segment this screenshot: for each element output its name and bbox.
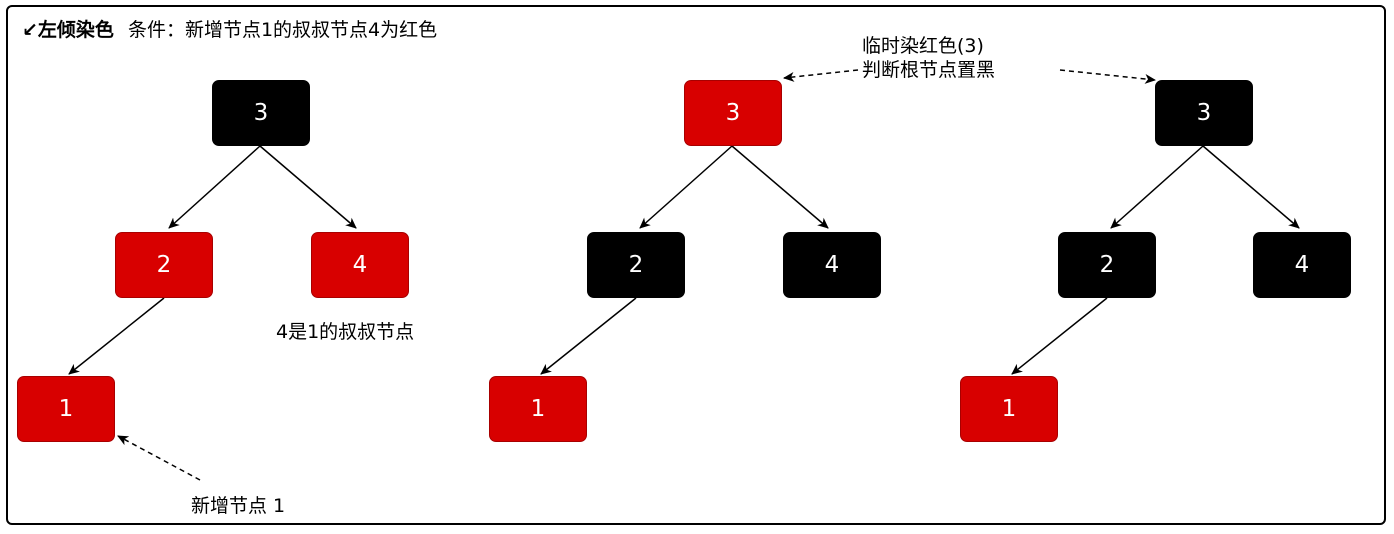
edge-p1-3-2 (168, 145, 261, 229)
dashed-arrow-to-black-root (1059, 69, 1156, 84)
uncle-note: 4是1的叔叔节点 (276, 321, 415, 343)
edge-p2-2-1 (540, 297, 637, 375)
edge-p3-3-2 (1110, 145, 1204, 229)
title-bold: ↙左倾染色 (22, 19, 114, 41)
node-label: 3 (725, 100, 741, 126)
new-node-note: 新增节点 1 (191, 495, 286, 517)
node-label: 2 (156, 252, 172, 278)
node-label: 1 (58, 396, 74, 422)
node-label: 4 (824, 252, 840, 278)
edge-p1-3-4 (259, 145, 357, 229)
panel3-node-2: 2 (1058, 232, 1156, 298)
edge-p2-3-4 (731, 145, 829, 229)
step-note-line1: 临时染红色(3) (862, 35, 984, 57)
edge-p2-3-2 (639, 145, 733, 229)
node-label: 2 (1099, 252, 1115, 278)
title-condition: 条件：新增节点1的叔叔节点4为红色 (127, 19, 438, 41)
node-label: 3 (1196, 100, 1212, 126)
node-label: 1 (1001, 396, 1017, 422)
step-note: 临时染红色(3) 判断根节点置黑 (862, 34, 995, 82)
edge-p3-2-1 (1011, 297, 1108, 375)
dashed-arrow-new-node (117, 435, 201, 481)
panel1-node-1: 1 (17, 376, 115, 442)
step-note-line2: 判断根节点置黑 (862, 59, 996, 81)
edge-p3-3-4 (1202, 145, 1300, 229)
edge-p1-2-1 (68, 297, 165, 375)
node-label: 1 (530, 396, 546, 422)
panel2-node-1: 1 (489, 376, 587, 442)
panel2-node-2: 2 (587, 232, 685, 298)
panel2-node-3: 3 (684, 80, 782, 146)
panel1-node-2: 2 (115, 232, 213, 298)
panel1-node-3: 3 (212, 80, 310, 146)
node-label: 4 (352, 252, 368, 278)
panel3-node-1: 1 (960, 376, 1058, 442)
diagram-title: ↙左倾染色 条件：新增节点1的叔叔节点4为红色 (22, 18, 437, 42)
node-label: 4 (1294, 252, 1310, 278)
node-label: 2 (628, 252, 644, 278)
node-label: 3 (253, 100, 269, 126)
panel3-node-3: 3 (1155, 80, 1253, 146)
panel1-node-4: 4 (311, 232, 409, 298)
dashed-arrow-to-red-root (783, 69, 859, 82)
panel2-node-4: 4 (783, 232, 881, 298)
panel3-node-4: 4 (1253, 232, 1351, 298)
